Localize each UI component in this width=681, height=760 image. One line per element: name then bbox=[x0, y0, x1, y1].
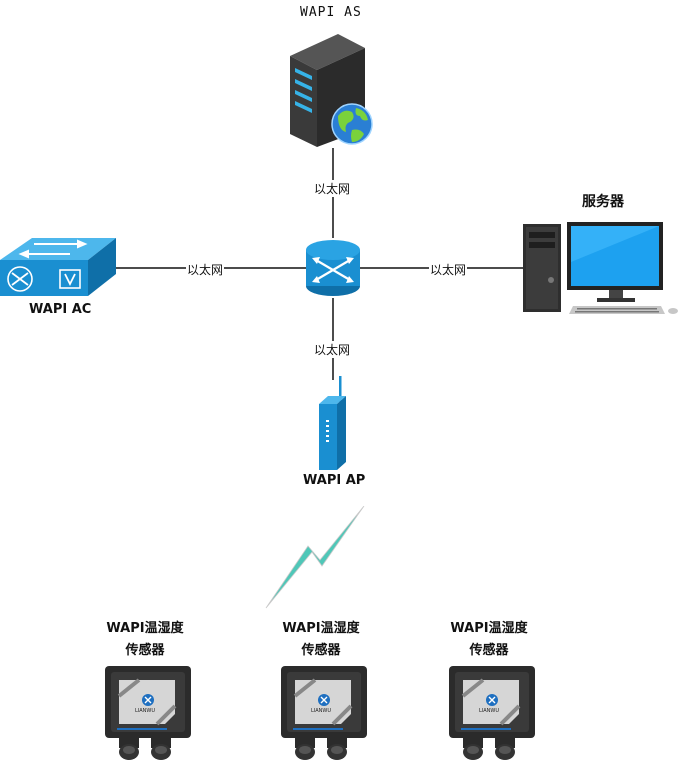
ap-label: WAPI AP bbox=[303, 473, 366, 488]
sensor-title-line1: WAPI温湿度 bbox=[106, 621, 184, 636]
sensor-row: WAPI温湿度 传感器 LIANWU WAPI温湿度 bbox=[0, 618, 681, 760]
access-point-icon bbox=[316, 376, 352, 472]
link-label-ap: 以太网 bbox=[313, 341, 352, 358]
sensor-node-1: WAPI温湿度 传感器 LIANWU bbox=[85, 618, 205, 760]
sensor-title-line1: WAPI温湿度 bbox=[282, 621, 360, 636]
link-label-ac: 以太网 bbox=[186, 261, 225, 278]
server-label: 服务器 bbox=[582, 194, 624, 210]
sensor-title-line2: 传感器 bbox=[301, 643, 341, 658]
sensor-title-line2: 传感器 bbox=[125, 643, 165, 658]
as-label: WAPI AS bbox=[300, 5, 362, 20]
sensor-title-line1: WAPI温湿度 bbox=[450, 621, 528, 636]
server-tower-icon bbox=[290, 34, 380, 149]
wireless-link-icon bbox=[262, 506, 366, 610]
sensor-node-3: WAPI温湿度 传感器 LIANWU bbox=[429, 618, 549, 760]
router-icon bbox=[304, 238, 362, 298]
sensor-title-line2: 传感器 bbox=[469, 643, 509, 658]
sensor-box-icon: LIANWU bbox=[281, 666, 367, 760]
sensor-brand: LIANWU bbox=[311, 708, 332, 714]
sensor-brand: LIANWU bbox=[479, 708, 500, 714]
sensor-node-2: WAPI温湿度 传感器 LIANWU bbox=[261, 618, 381, 760]
ac-label: WAPI AC bbox=[29, 302, 92, 317]
sensor-brand: LIANWU bbox=[135, 708, 156, 714]
link-label-server: 以太网 bbox=[429, 261, 468, 278]
access-controller-switch-icon bbox=[0, 236, 118, 298]
link-label-as: 以太网 bbox=[313, 180, 352, 197]
sensor-box-icon: LIANWU bbox=[449, 666, 535, 760]
desktop-computer-icon bbox=[523, 222, 679, 316]
sensor-box-icon: LIANWU bbox=[105, 666, 191, 760]
